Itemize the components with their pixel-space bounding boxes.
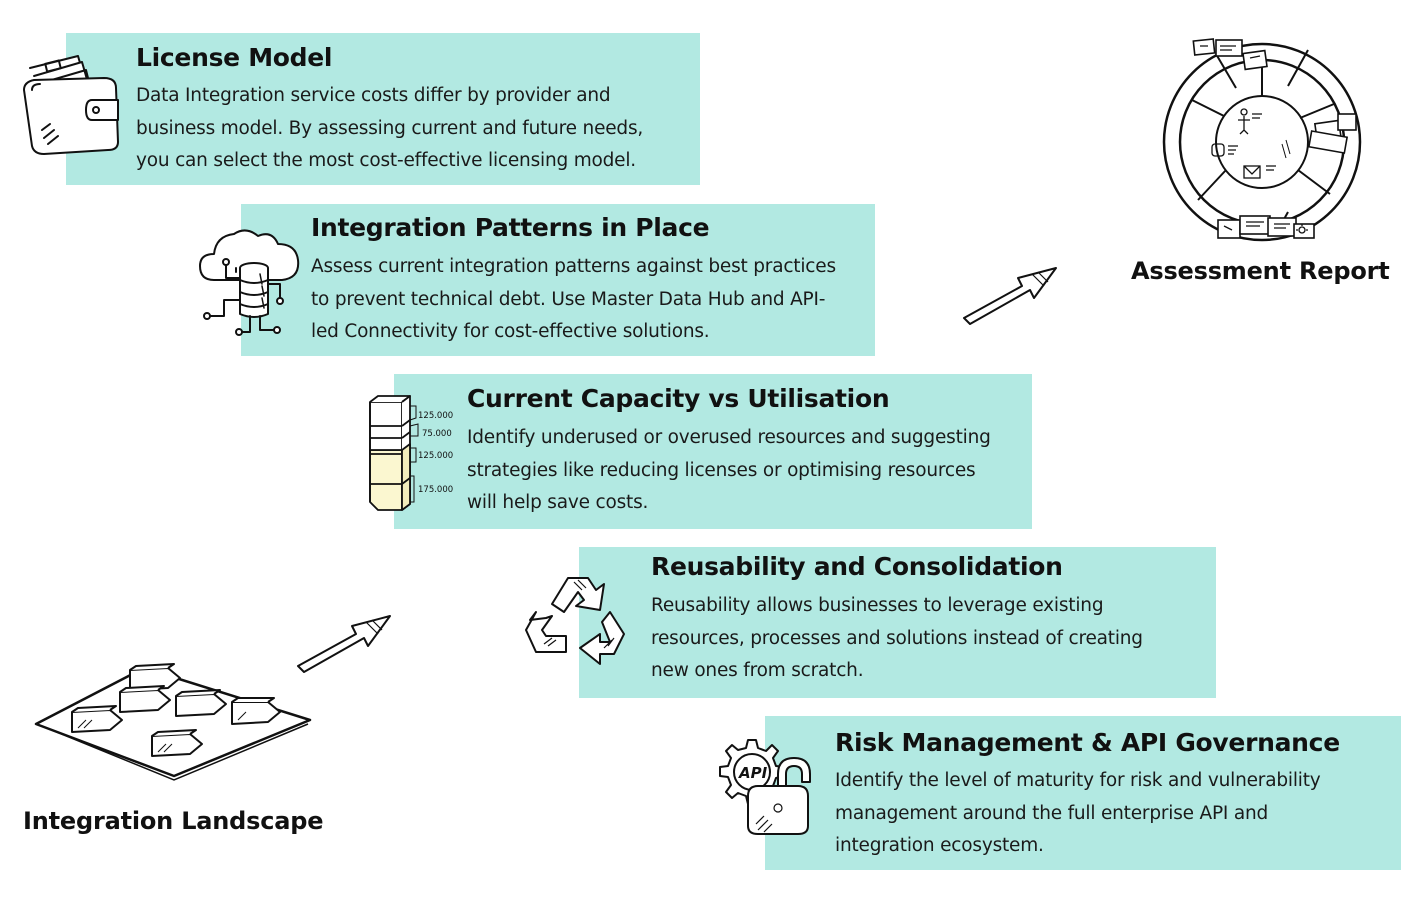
step-description-line: Identify underused or overused resources…	[467, 427, 991, 448]
arrow-icon	[297, 615, 391, 673]
step-description-line: Data Integration service costs differ by…	[136, 85, 611, 106]
assessment-report-label: Assessment Report	[1131, 257, 1390, 285]
api-lock-label: API	[738, 764, 768, 782]
step-description: Identify underused or overused resources…	[467, 422, 991, 520]
step-title: Reusability and Consolidation	[651, 552, 1063, 581]
step-description: Assess current integration patterns agai…	[311, 251, 836, 349]
step-description-line: Assess current integration patterns agai…	[311, 256, 836, 277]
step-description-line: Identify the level of maturity for risk …	[835, 770, 1321, 791]
step-card-risk-management	[765, 716, 1401, 870]
capacity-label: 125.000	[418, 411, 453, 421]
arrow-icon	[963, 267, 1057, 325]
capacity-stack-icon: 125.000 75.000 125.000 175.000	[369, 395, 453, 511]
step-description-line: to prevent technical debt. Use Master Da…	[311, 288, 826, 310]
step-title: License Model	[136, 43, 333, 72]
capacity-label: 175.000	[418, 485, 453, 495]
step-card-license-model	[66, 33, 700, 185]
step-description-line: strategies like reducing licenses or opt…	[467, 459, 976, 481]
step-description: Reusability allows businesses to leverag…	[651, 590, 1143, 688]
capacity-label: 125.000	[418, 451, 453, 461]
cloud-database-icon	[199, 229, 300, 336]
step-card-capacity	[394, 374, 1032, 529]
step-description: Identify the level of maturity for risk …	[835, 765, 1321, 863]
step-title: Integration Patterns in Place	[311, 213, 710, 242]
step-description-line: Reusability allows businesses to leverag…	[651, 595, 1104, 616]
api-lock-icon: API	[719, 739, 811, 835]
step-title: Current Capacity vs Utilisation	[467, 384, 890, 413]
step-card-integration-patterns	[241, 204, 875, 356]
step-description-line: new ones from scratch.	[651, 660, 864, 681]
step-description-line: business model. By assessing current and…	[136, 117, 644, 139]
step-description-line: management around the full enterprise AP…	[835, 802, 1269, 824]
integration-landscape-icon	[34, 663, 312, 781]
integration-landscape-label: Integration Landscape	[23, 807, 324, 835]
step-card-reusability	[579, 547, 1216, 698]
step-description: Data Integration service costs differ by…	[136, 80, 643, 178]
capacity-label: 75.000	[422, 429, 452, 439]
step-title: Risk Management & API Governance	[835, 728, 1340, 757]
step-description-line: resources, processes and solutions inste…	[651, 627, 1143, 649]
assessment-report-icon	[1162, 38, 1362, 242]
recycle-icon	[525, 577, 625, 665]
wallet-icon	[23, 55, 119, 155]
step-description-line: integration ecosystem.	[835, 835, 1044, 856]
step-description-line: led Connectivity for cost-effective solu…	[311, 321, 710, 342]
step-description-line: you can select the most cost-effective l…	[136, 150, 636, 171]
step-description-line: will help save costs.	[467, 492, 649, 513]
